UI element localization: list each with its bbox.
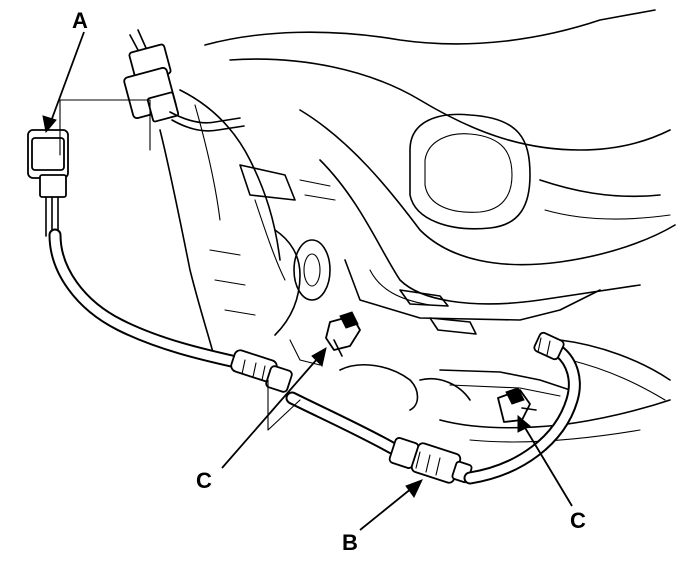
connector-a	[27, 129, 69, 237]
label-a: A	[72, 8, 88, 33]
sensor-harness-hose	[48, 228, 243, 369]
clip-c-right	[497, 387, 537, 423]
label-b: B	[342, 530, 358, 555]
label-c-left: C	[196, 468, 212, 493]
right-hose-segment	[463, 345, 581, 485]
oxygen-sensor-b	[388, 437, 473, 484]
leader-a	[42, 31, 151, 156]
harness-coupler	[230, 349, 293, 393]
engine-block-outline	[159, 9, 676, 443]
leader-c-right	[517, 414, 573, 507]
leader-c-left	[221, 347, 327, 469]
clip-c-left	[325, 311, 361, 357]
upper-sensor-connector	[123, 29, 245, 132]
middle-hose-segment	[285, 391, 399, 455]
leader-b	[359, 479, 423, 531]
right-sensor-end	[533, 331, 565, 361]
label-c-right: C	[570, 508, 586, 533]
